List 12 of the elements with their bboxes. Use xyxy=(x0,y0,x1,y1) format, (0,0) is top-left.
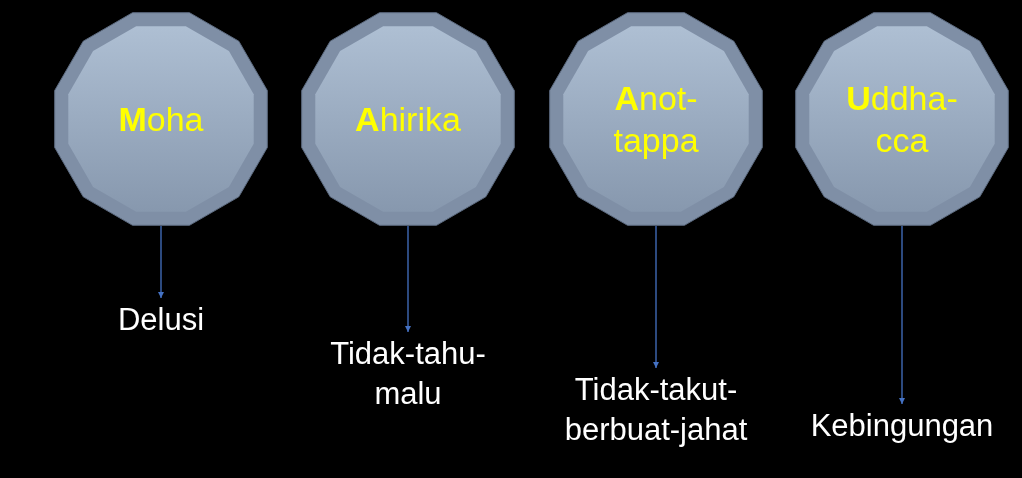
node-label: Moha xyxy=(118,99,204,140)
text-label: Delusi xyxy=(117,301,205,339)
node-label: Uddha- cca xyxy=(845,78,959,161)
node-label: Anot- tappa xyxy=(612,78,700,161)
text-label: Tidak-tahu- malu xyxy=(329,335,487,413)
arrow xyxy=(157,225,165,299)
arrow xyxy=(404,225,412,333)
arrow xyxy=(652,225,660,369)
text-label: Kebingungan xyxy=(810,407,994,445)
text-label: Tidak-takut- berbuat-jahat xyxy=(563,371,749,449)
arrow xyxy=(898,225,906,405)
node-label: Ahirika xyxy=(355,99,461,140)
